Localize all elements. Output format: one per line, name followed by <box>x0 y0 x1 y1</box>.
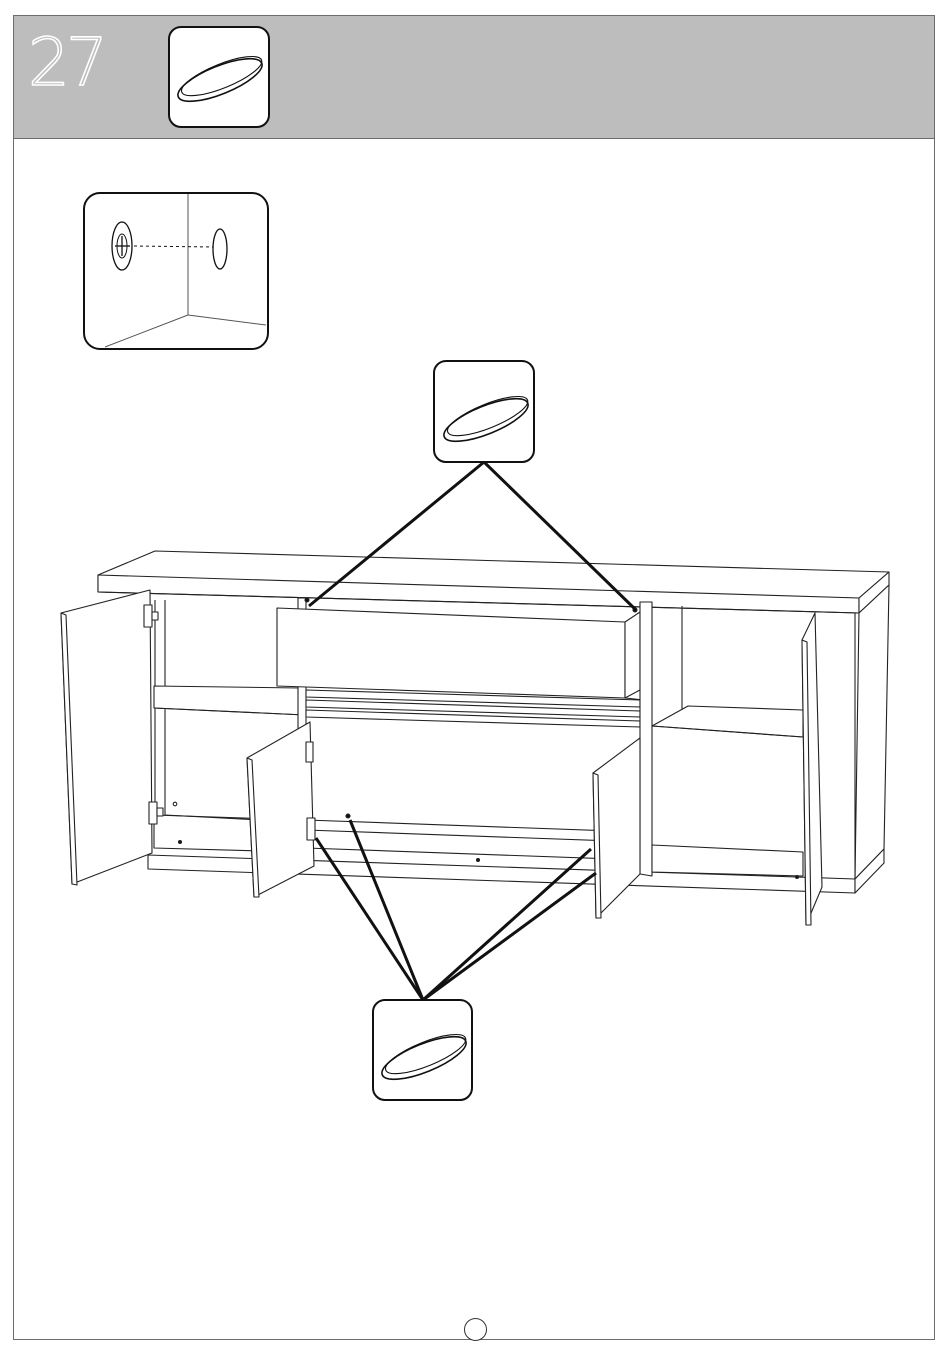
cam-lock-detail-box <box>84 193 268 349</box>
top-callout-box <box>434 361 534 462</box>
sideboard-cabinet-icon <box>61 551 889 925</box>
page-number-circle <box>464 1318 487 1341</box>
bottom-callout-box <box>373 1000 472 1100</box>
hole-icon <box>213 229 227 269</box>
header-part-box <box>169 27 269 127</box>
cam-lock-icon <box>112 222 132 270</box>
